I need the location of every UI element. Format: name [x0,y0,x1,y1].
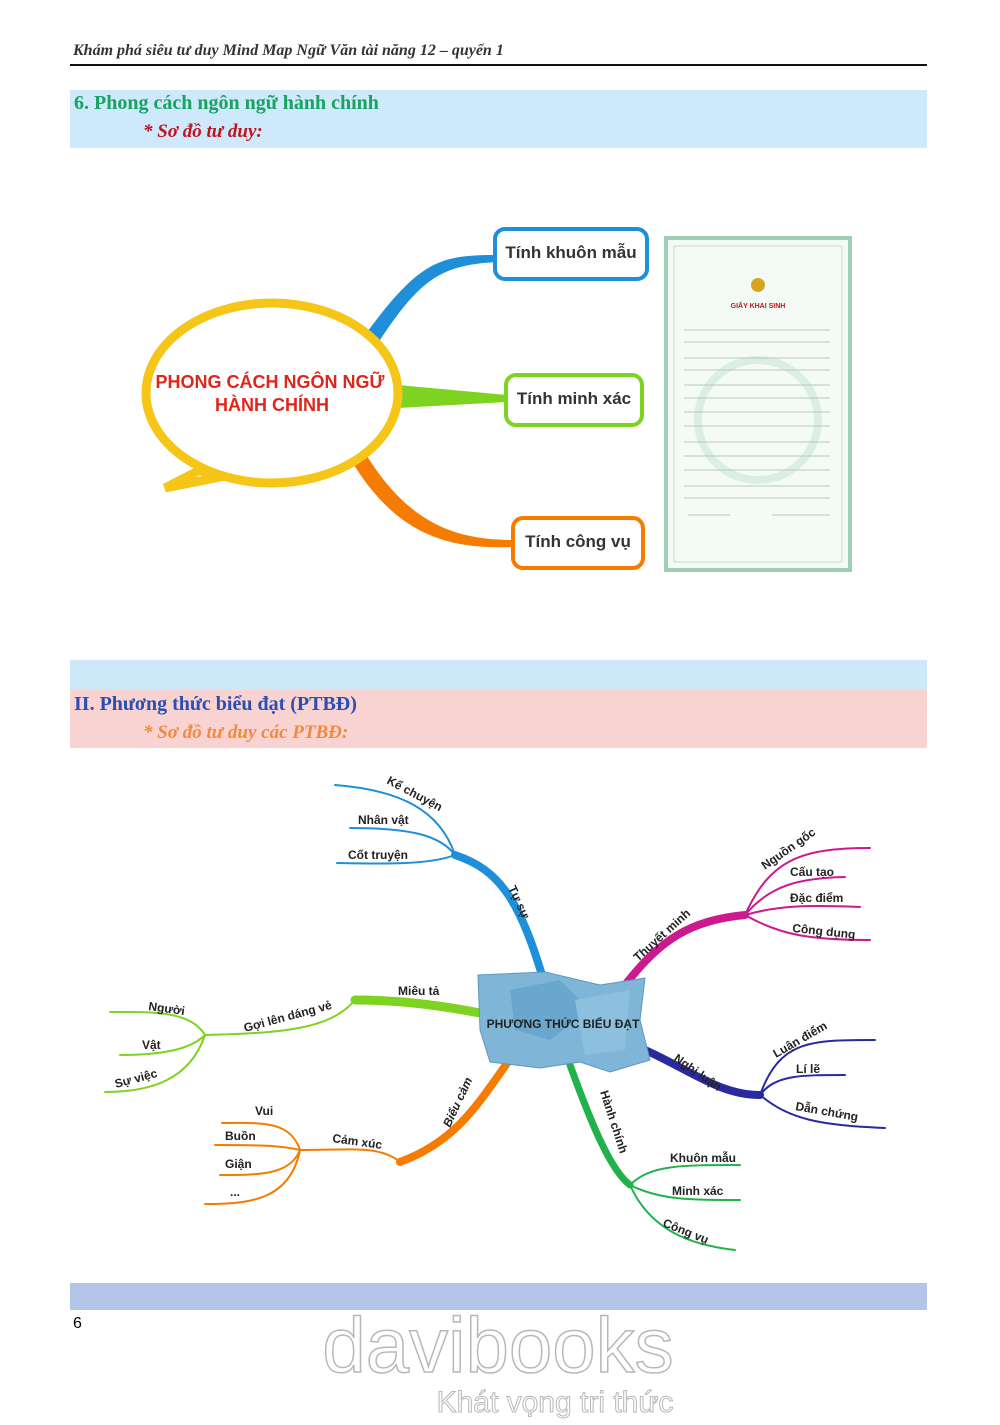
label-cong-dung: Công dụng [792,921,856,942]
footer-band [70,1283,927,1310]
watermark-slogan: Khát vọng tri thức [437,1386,674,1419]
label-tinh-cong-vu: Tính công vụ [525,532,631,551]
header-rule [70,64,927,66]
watermark: davibooks Khát vọng tri thức [322,1300,675,1419]
label-vat: Vật [142,1038,161,1052]
section2-top-band [70,660,927,690]
branch-mieu-ta [104,995,495,1093]
label-minh-xac: Minh xác [672,1184,724,1198]
center-bubble [141,298,403,488]
label-cam-xuc: Cảm xúc [332,1131,384,1152]
label-dan-chung: Dẫn chứng [794,1098,859,1124]
section1-subheading: * Sơ đồ tư duy: [143,121,263,142]
branch-bieu-cam [204,1041,524,1205]
label-khuon-mau: Khuôn mẫu [670,1150,736,1165]
section2-heading-band [70,690,927,748]
section1-heading-band [70,90,927,148]
label-cot-truyen: Cốt truyện [348,848,408,862]
birth-certificate-image: GIẤY KHAI SINH [664,236,852,572]
running-header: Khám phá siêu tư duy Mind Map Ngữ Văn tà… [73,42,504,59]
label-nghi-luan: Nghị luận [671,1051,724,1094]
label-cau-tao: Cấu tạo [790,865,834,879]
section2-heading: II. Phương thức biểu đạt (PTBĐ) [74,693,357,715]
mindmap-hanh-chinh: PHONG CÁCH NGÔN NGỮ HÀNH CHÍNH Tính khuô… [141,227,852,572]
watermark-brand: davibooks [322,1301,673,1389]
label-dac-diem: Đặc điểm [790,891,843,905]
section2-subheading: * Sơ đồ tư duy các PTBĐ: [143,722,349,743]
label-su-viec: Sự việc [113,1066,159,1091]
box-tinh-khuon-mau [493,227,649,281]
center-label-line2: HÀNH CHÍNH [215,394,329,415]
label-li-le: Lí lẽ [796,1062,820,1076]
label-buon: Buồn [225,1129,256,1143]
center-label-line1: PHONG CÁCH NGÔN NGỮ [156,371,385,392]
label-ellipsis: ... [230,1185,240,1199]
branch-nghi-luan [641,1039,886,1129]
mindmap-phuong-thuc-bieu-dat: PHƯƠNG THỨC BIỂU ĐẠT Tự sự Kể chuyện Nhâ… [104,773,886,1251]
branch-thuyet-minh [621,847,871,989]
page-number: 6 [73,1315,82,1332]
label-mieu-ta: Miêu tả [398,984,440,998]
branch-orange [345,435,513,548]
center-label: PHƯƠNG THỨC BIỂU ĐẠT [487,1016,640,1031]
label-vui: Vui [255,1104,273,1118]
certificate-title: GIẤY KHAI SINH [731,300,786,310]
label-nhan-vat: Nhân vật [358,813,409,827]
center-node: PHƯƠNG THỨC BIỂU ĐẠT [477,971,651,1073]
branch-blue [365,255,497,340]
label-ke-chuyen: Kể chuyện [385,773,445,814]
box-tinh-cong-vu [511,516,645,570]
branch-hanh-chinh [566,1061,741,1251]
branch-tu-su [334,784,549,989]
label-tinh-minh-xac: Tính minh xác [517,389,631,408]
label-tinh-khuon-mau: Tính khuôn mẫu [505,243,636,262]
label-gian: Giận [225,1157,252,1171]
label-nguoi: Người [148,999,186,1018]
box-tinh-minh-xac [504,373,644,427]
label-luan-diem: Luận điểm [771,1018,830,1060]
label-cong-vu: Công vụ [661,1216,711,1247]
section1-heading: 6. Phong cách ngôn ngữ hành chính [74,92,379,114]
branch-green [398,385,507,408]
